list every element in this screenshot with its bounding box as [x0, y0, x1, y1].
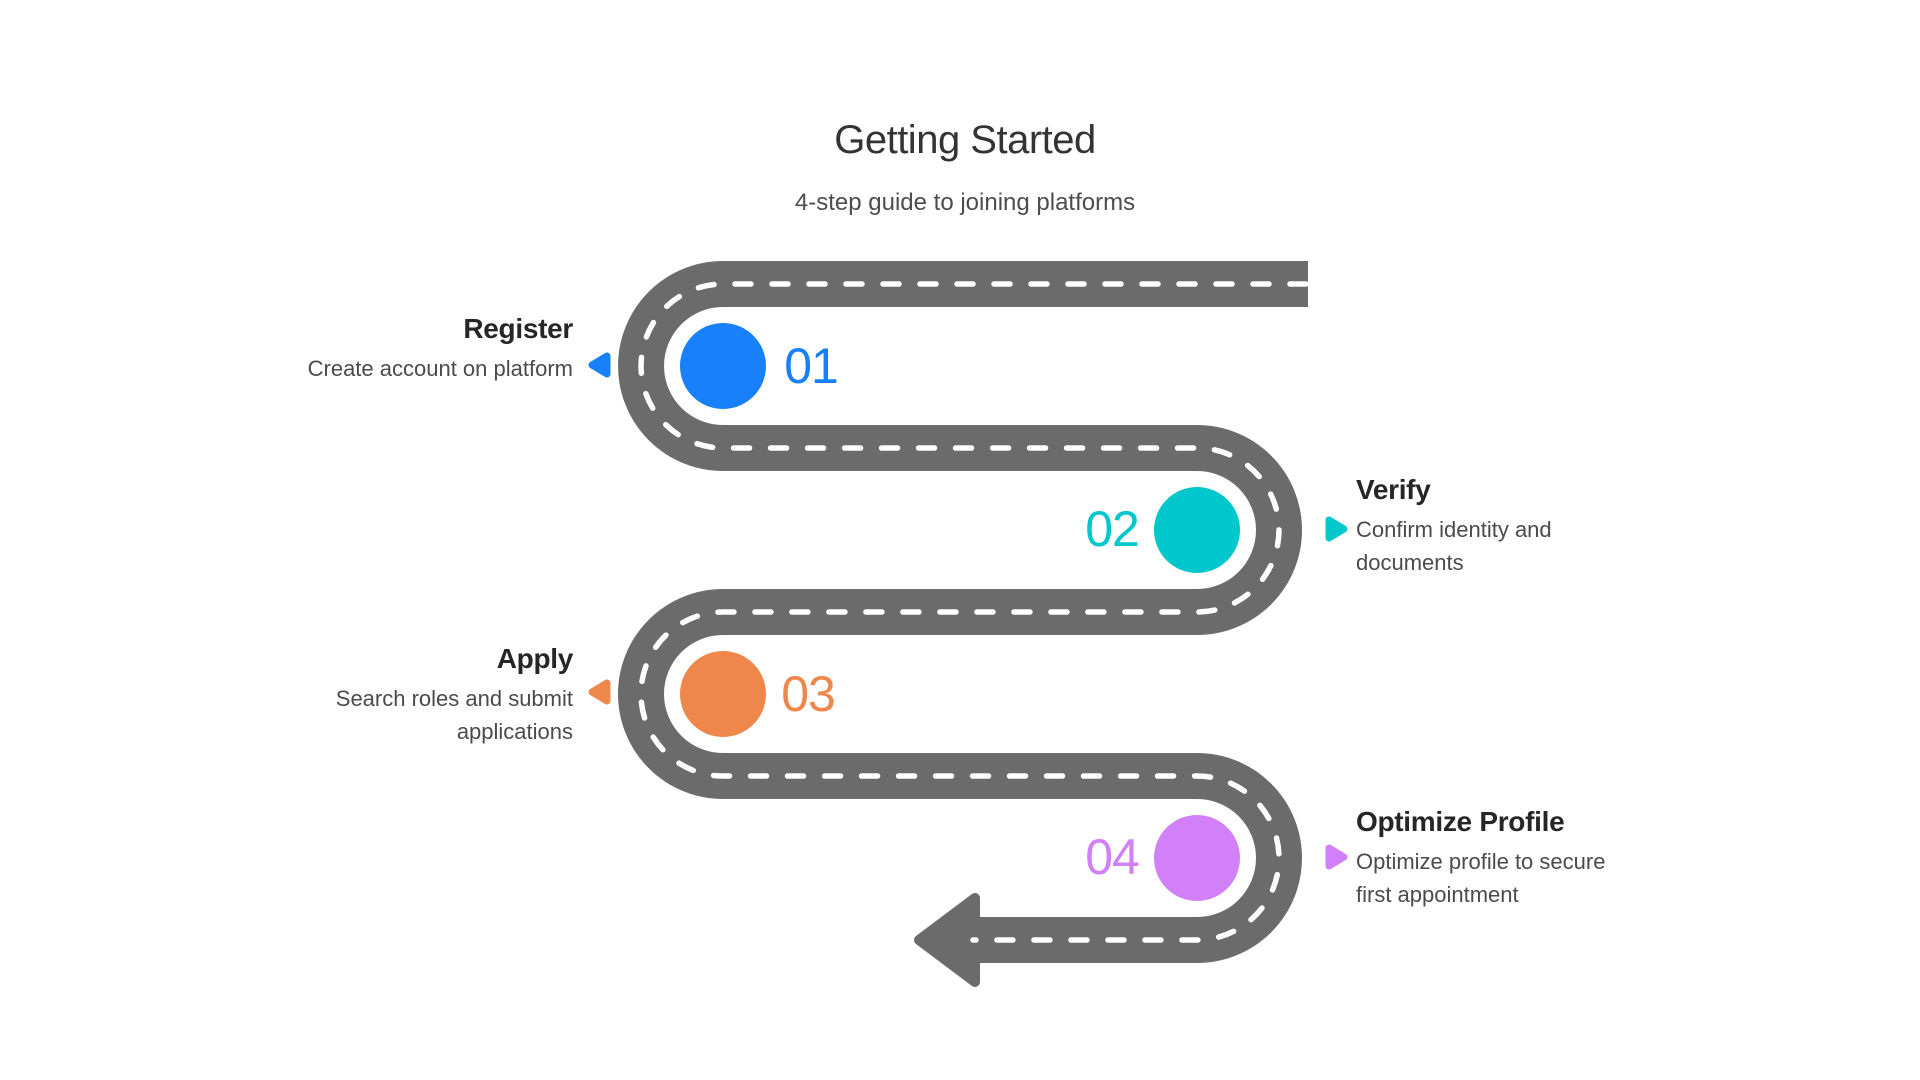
- step-4-title: Optimize Profile: [1356, 806, 1565, 837]
- step-2-number: 02: [1085, 501, 1139, 557]
- step-3-title: Apply: [496, 643, 574, 674]
- step-4-dot: [1154, 815, 1240, 901]
- arrowhead-icon: [914, 893, 980, 987]
- step-1-title: Register: [463, 313, 573, 344]
- step-4-label: Optimize Profile Optimize profile to sec…: [1356, 805, 1626, 911]
- step-3-label: Apply Search roles and submit applicatio…: [293, 642, 574, 748]
- pointer-right-icon: [1325, 844, 1348, 870]
- step-1-description: Create account on platform: [307, 356, 573, 381]
- pointer-right-icon: [1325, 516, 1348, 542]
- pointer-left-icon: [588, 679, 611, 705]
- page-title: Getting Started: [834, 118, 1096, 162]
- step-4-description: Optimize profile to secure first appoint…: [1356, 849, 1606, 907]
- road-dashed-line: [638, 281, 1311, 943]
- step-4-number: 04: [1085, 829, 1139, 885]
- step-2-title: Verify: [1356, 474, 1431, 505]
- step-2-dot: [1154, 487, 1240, 573]
- pointer-left-icon: [588, 352, 611, 378]
- step-1-dot: [680, 323, 766, 409]
- step-3-number: 03: [781, 666, 835, 722]
- step-1-label: Register Create account on platform: [293, 312, 574, 385]
- step-1-number: 01: [784, 338, 838, 394]
- step-2-description: Confirm identity and documents: [1356, 517, 1552, 575]
- step-3-dot: [680, 651, 766, 737]
- step-2-label: Verify Confirm identity and documents: [1356, 473, 1626, 579]
- step-3-description: Search roles and submit applications: [335, 686, 573, 744]
- page-subtitle: 4-step guide to joining platforms: [794, 189, 1136, 216]
